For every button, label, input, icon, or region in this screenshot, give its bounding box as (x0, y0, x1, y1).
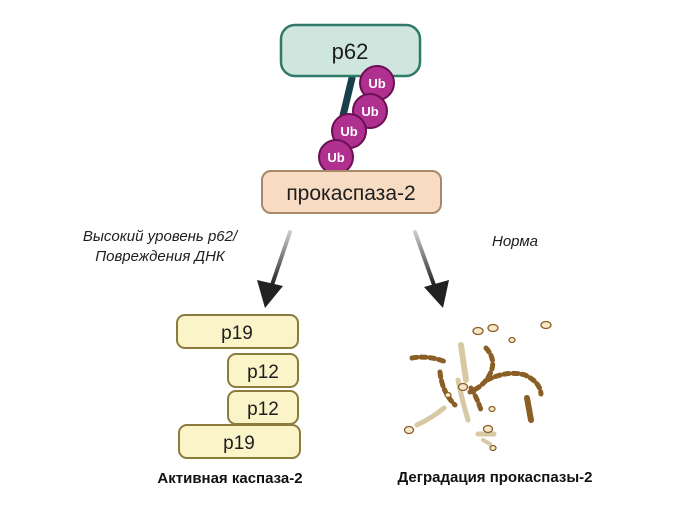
subunit-p12-top: p12 (227, 353, 299, 388)
p62-label: p62 (332, 39, 369, 64)
fragment-chain (437, 369, 458, 408)
degraded-fragments (403, 320, 552, 452)
fragment-blob (482, 424, 494, 434)
fragment-chain (409, 354, 449, 365)
ubiquitin-label: Ub (361, 104, 378, 119)
condition-high-p62-line1: Высокий уровень p62/ (82, 228, 238, 245)
subunit-label: p19 (223, 433, 255, 454)
ubiquitin-label: Ub (327, 150, 344, 165)
fragment-blob (487, 323, 499, 333)
subunit-label: p12 (247, 362, 279, 383)
fragment-light (455, 377, 471, 423)
fragment-blob (403, 425, 415, 435)
fragment-light (458, 342, 469, 383)
subunit-label: p12 (247, 399, 279, 420)
fragment-chain (484, 370, 544, 397)
fragment-blob (540, 320, 552, 330)
ubiquitin-chain: Ub Ub Ub Ub (318, 65, 395, 175)
ubiquitin-4: Ub (318, 139, 354, 175)
condition-high-p62-line2: Повреждения ДНК (95, 248, 225, 265)
fragment-light (414, 405, 447, 428)
fragment-chain (524, 395, 534, 423)
outcome-degradation: Деградация прокаспазы-2 (397, 469, 593, 486)
active-caspase-2: p19 p12 p12 p19 (176, 314, 301, 459)
subunit-p12-bottom: p12 (227, 390, 299, 425)
fragment-blob (508, 336, 516, 344)
ubiquitin-label: Ub (340, 124, 357, 139)
fragment-light (481, 438, 492, 446)
subunit-label: p19 (221, 323, 253, 344)
arrow-to-degradation (413, 230, 449, 308)
ubiquitin-3: Ub (331, 113, 367, 149)
outcome-active-caspase: Активная каспаза-2 (157, 470, 303, 487)
procaspase-2-label: прокаспаза-2 (286, 182, 415, 205)
fragment-chain (467, 345, 496, 395)
ubiquitin-label: Ub (368, 76, 385, 91)
condition-normal: Норма (492, 233, 538, 250)
arrow-to-active-caspase (257, 230, 292, 308)
subunit-p19-bottom: p19 (178, 424, 301, 459)
subunit-p19-top: p19 (176, 314, 299, 349)
p62-node: p62 (279, 23, 422, 78)
procaspase-2-node: прокаспаза-2 (261, 170, 442, 214)
condition-high-p62: Высокий уровень p62/ Повреждения ДНК (50, 227, 270, 267)
fragment-blob (489, 444, 497, 452)
fragment-blob (472, 326, 484, 336)
fragment-blob (444, 391, 452, 399)
fragment-blob (457, 382, 469, 392)
fragment-blob (488, 405, 496, 413)
fragment-chain (468, 385, 484, 413)
